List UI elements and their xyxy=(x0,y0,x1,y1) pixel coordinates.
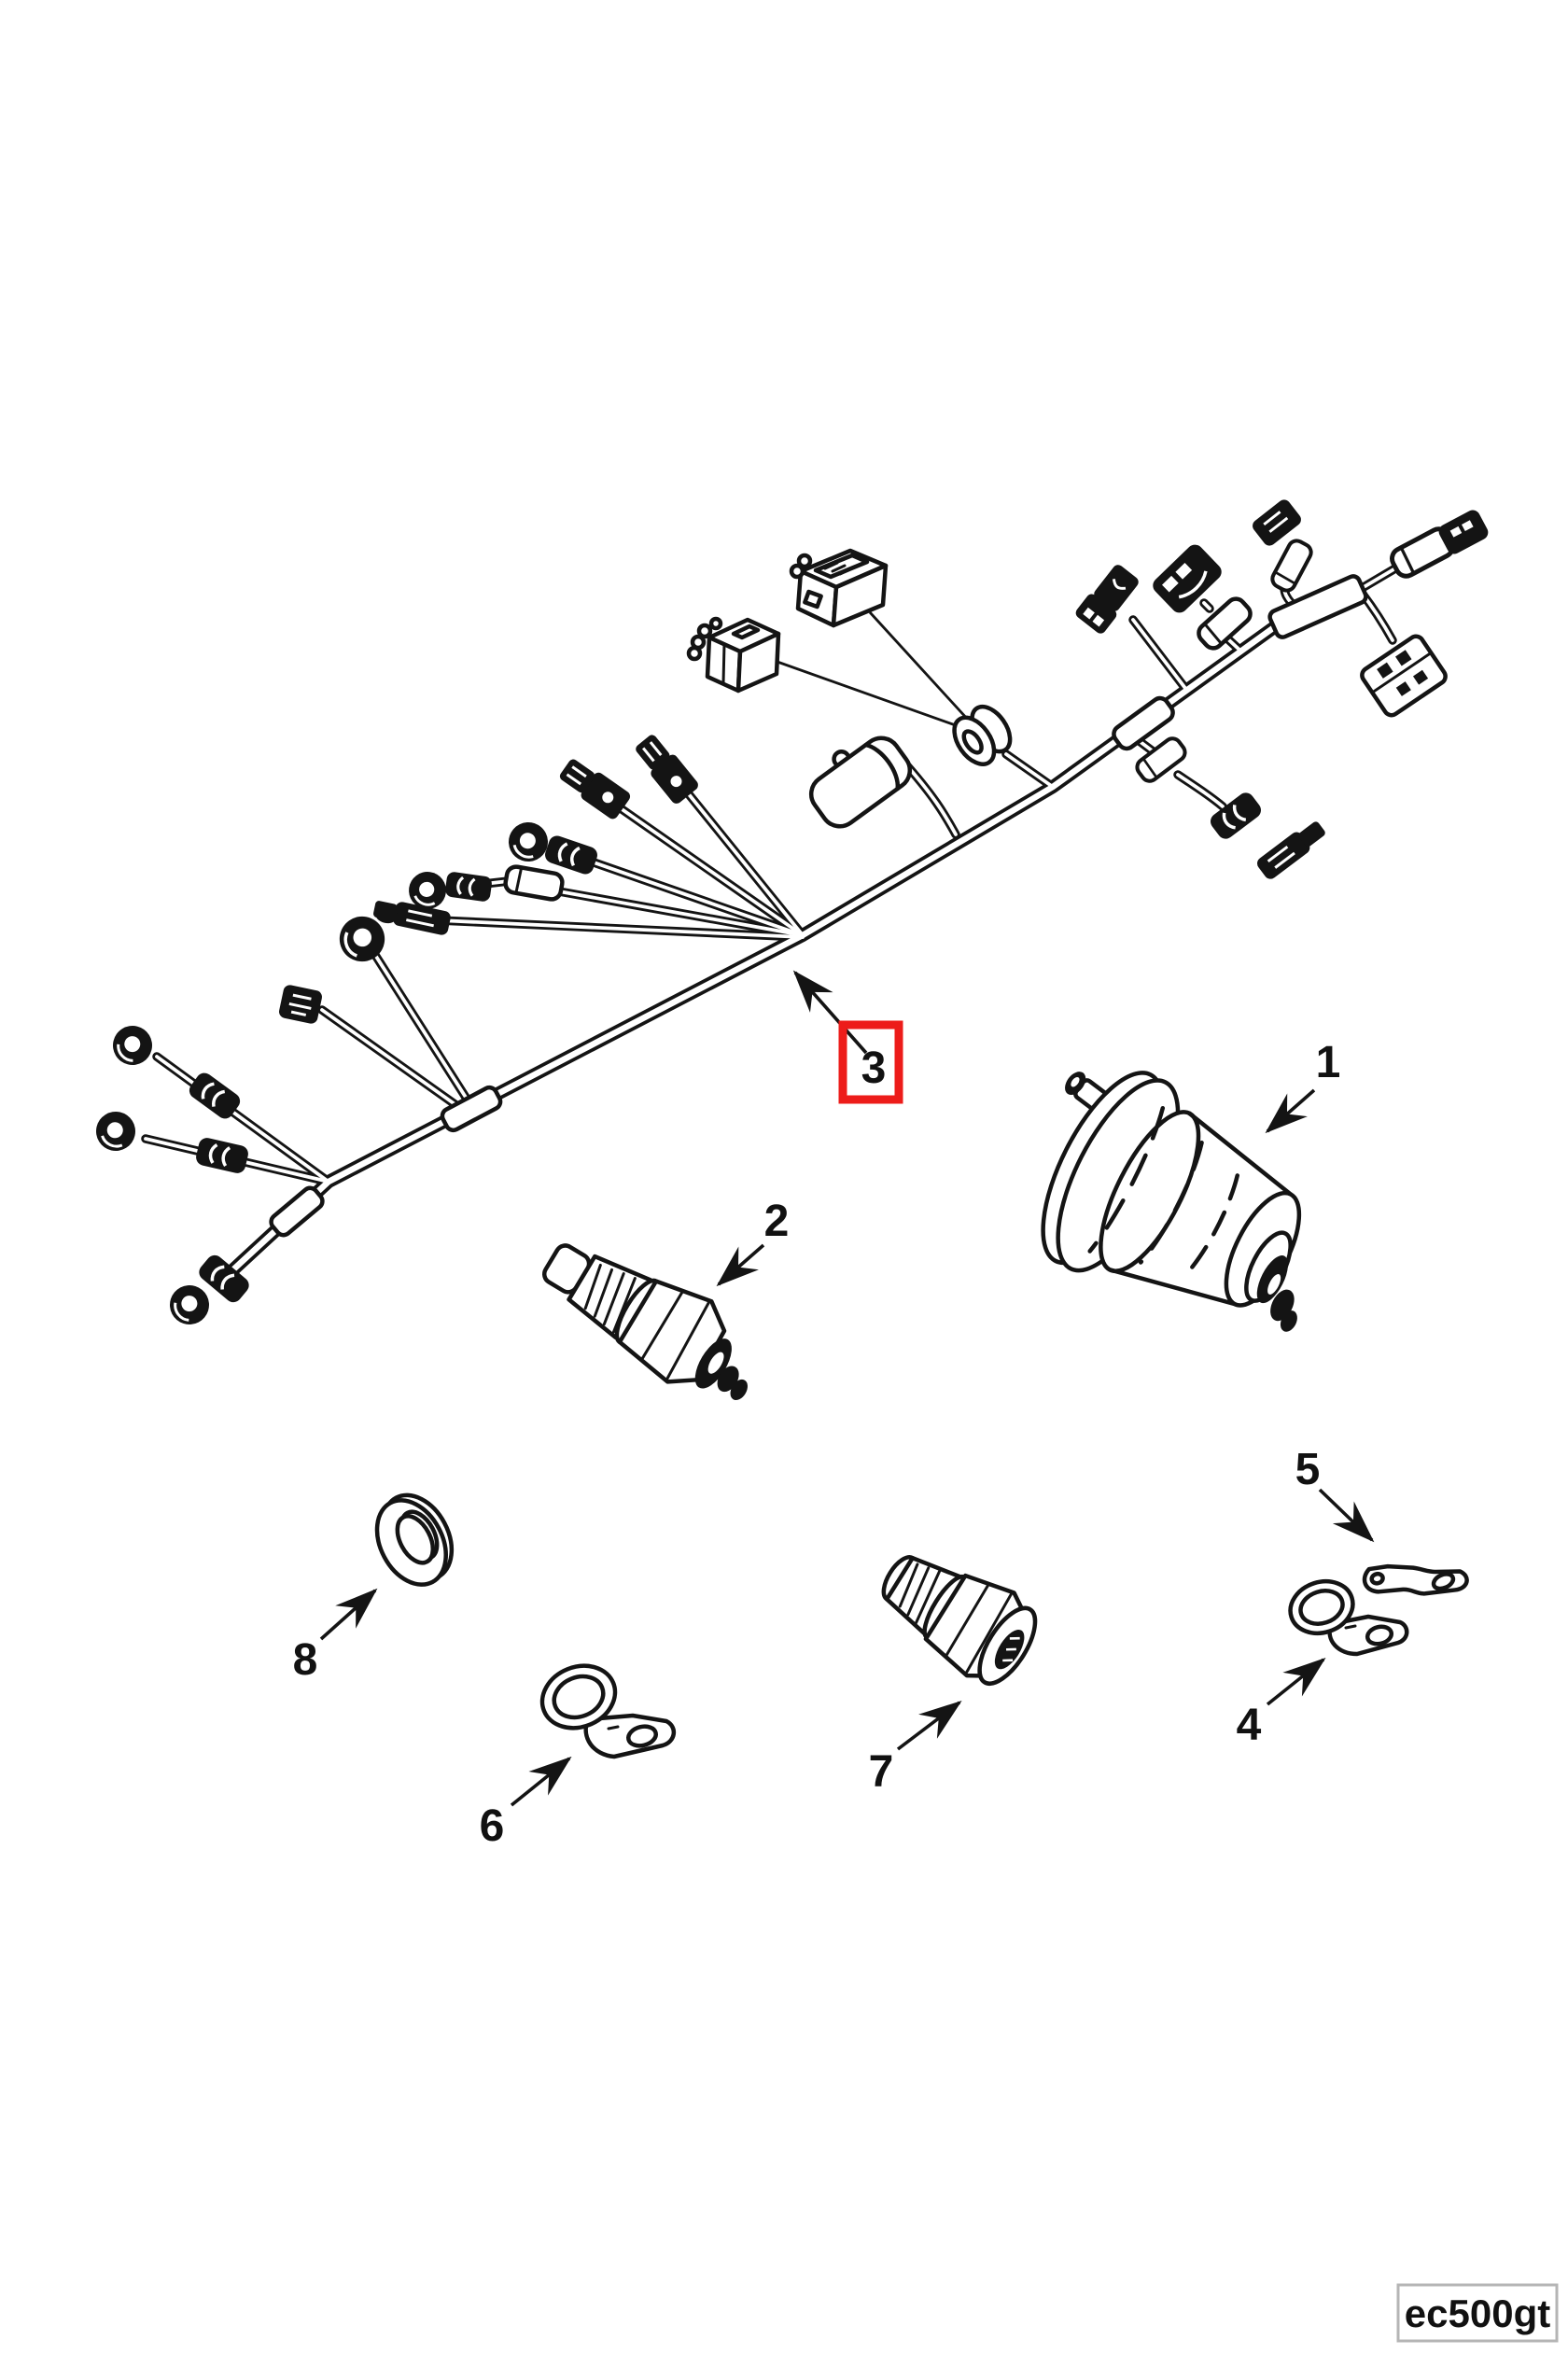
inline-connector xyxy=(808,736,913,829)
callout-8: 8 xyxy=(293,1588,378,1685)
harness-trunk-molding xyxy=(1267,574,1368,639)
callout-4: 4 xyxy=(1237,1657,1326,1750)
watermark-box: ec500gt xyxy=(1396,2283,1559,2343)
callout-5-label: 5 xyxy=(1295,1445,1321,1494)
harness-boot xyxy=(440,1085,503,1133)
callout-8-arrow xyxy=(319,1588,378,1641)
callout-7-label: 7 xyxy=(869,1747,894,1797)
wire-sleeve xyxy=(1269,538,1314,594)
barrel-terminal xyxy=(442,869,495,904)
square-terminal xyxy=(279,985,322,1024)
callout-6-label: 6 xyxy=(480,1801,505,1851)
callout-4-arrow xyxy=(1266,1657,1326,1706)
callout-5: 5 xyxy=(1295,1445,1375,1543)
leader-line xyxy=(868,611,971,722)
callout-7-arrow xyxy=(896,1701,962,1751)
callout-2-arrow xyxy=(716,1243,765,1287)
part-grommet xyxy=(374,1492,455,1587)
callout-8-label: 8 xyxy=(293,1635,318,1685)
callout-6: 6 xyxy=(480,1756,572,1851)
four-pin-connector xyxy=(1360,634,1448,718)
leader-line xyxy=(774,659,964,730)
callout-6-arrow xyxy=(510,1756,572,1807)
blade-terminal xyxy=(1257,821,1325,879)
callout-7: 7 xyxy=(869,1701,962,1797)
two-pin-connector xyxy=(1153,544,1222,613)
callout-4-label: 4 xyxy=(1237,1701,1262,1750)
watermark-label: ec500gt xyxy=(1405,2291,1550,2335)
connector-block-small xyxy=(686,616,781,694)
harness-boot xyxy=(269,1185,325,1238)
two-pin-connector xyxy=(1438,510,1489,554)
part-plug xyxy=(881,1555,1038,1686)
part-wiring-harness xyxy=(91,499,1489,1335)
barrel-terminal xyxy=(540,832,602,878)
connector-block-large xyxy=(789,548,889,628)
callout-2-label: 2 xyxy=(764,1197,790,1246)
ring-terminal xyxy=(91,1106,141,1156)
barrel-terminal xyxy=(192,1134,252,1177)
two-pin-connector xyxy=(1075,565,1139,634)
wire-sleeve xyxy=(504,865,564,901)
part-pressure-sender xyxy=(1041,1071,1302,1332)
part-clamp xyxy=(1288,1579,1409,1657)
callout-3-label: 3 xyxy=(861,1044,887,1093)
callout-3-highlighted: 3 xyxy=(792,970,903,1104)
spade-connector xyxy=(554,752,634,823)
callout-5-arrow xyxy=(1318,1488,1375,1543)
part-p-clamp xyxy=(539,1663,676,1759)
callout-1: 1 xyxy=(1265,1038,1341,1134)
callout-3-highlight-box xyxy=(838,1020,903,1104)
part-clip xyxy=(1362,1563,1469,1596)
harness-grommet xyxy=(952,704,1013,766)
callout-1-label: 1 xyxy=(1316,1038,1341,1087)
harness-boot xyxy=(1112,695,1175,751)
ring-terminal xyxy=(501,815,555,869)
blade-terminal-tip xyxy=(375,905,398,924)
watermark-border xyxy=(1396,2283,1559,2343)
part-temperature-sender xyxy=(541,1243,748,1401)
callout-2: 2 xyxy=(716,1197,790,1287)
callout-1-arrow xyxy=(1265,1088,1316,1134)
callout-3-arrow xyxy=(792,970,868,1055)
ring-terminal xyxy=(104,1016,161,1074)
ring-terminal xyxy=(160,1275,219,1335)
pin-terminal xyxy=(1253,499,1301,546)
